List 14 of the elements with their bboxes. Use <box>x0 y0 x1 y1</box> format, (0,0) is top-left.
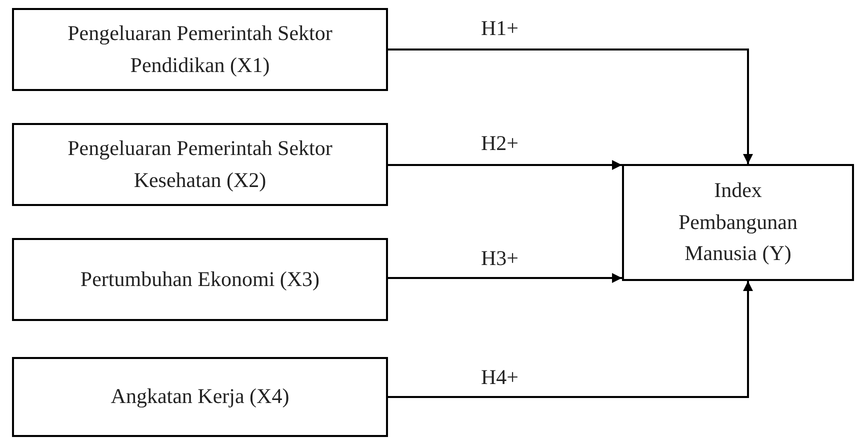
variable-label: Pengeluaran Pemerintah Sektor Pendidikan (X1) <box>66 20 334 78</box>
variable-box <box>622 164 854 281</box>
arrow <box>388 160 622 170</box>
variable-label: Index Pembangunan Manusia (Y) <box>678 177 798 268</box>
variable-label: Angkatan Kerja (X4) <box>110 383 290 410</box>
variable-box <box>12 123 388 206</box>
variable-label: Pengeluaran Pemerintah Sektor Kesehatan (X2) <box>66 135 334 194</box>
variable-box <box>12 8 388 91</box>
variable-label: Pertumbuhan Ekonomi (X3) <box>80 266 320 293</box>
arrow <box>388 273 622 283</box>
arrow <box>388 48 753 164</box>
arrow <box>388 281 753 398</box>
variable-box <box>12 238 388 321</box>
variable-box <box>12 357 388 437</box>
